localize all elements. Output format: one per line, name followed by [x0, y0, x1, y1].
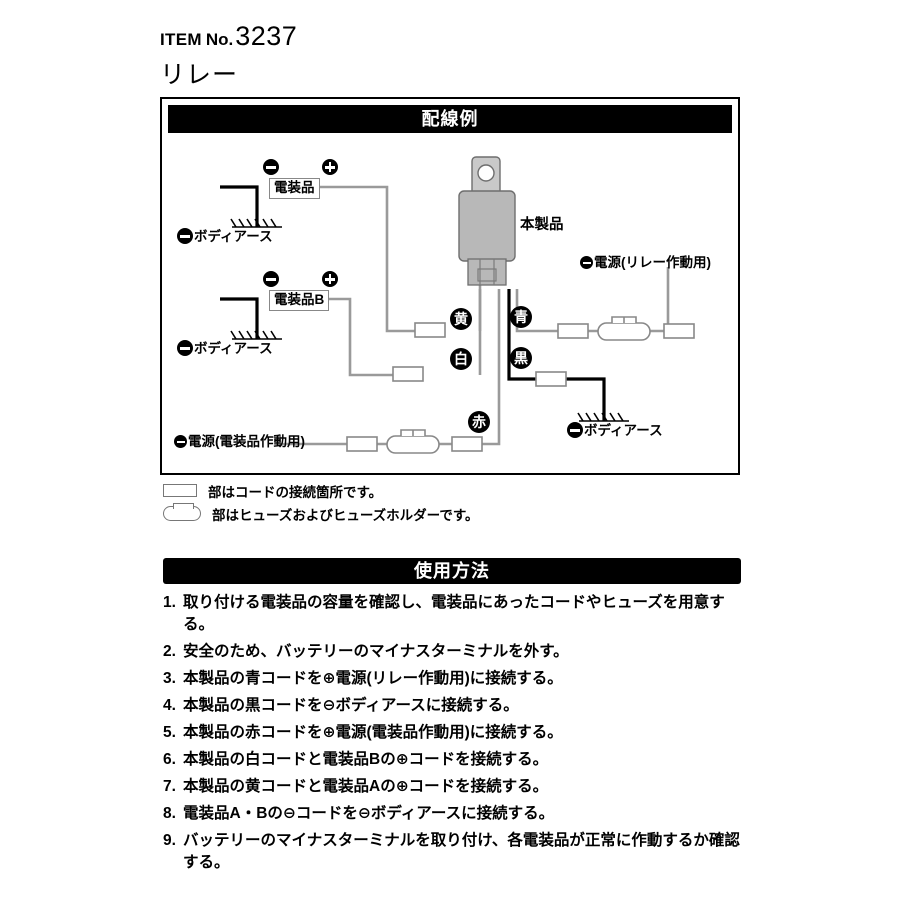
device-a-minus-sign — [263, 159, 280, 175]
usage-step: 5. 本製品の赤コードを⊕電源(電装品作動用)に接続する。 — [163, 722, 743, 744]
ground-label-1-text: ボディアース — [194, 229, 273, 244]
device-b-plus-sign — [322, 271, 339, 287]
step-text: 本製品の白コードと電装品Bの⊕コードを接続する。 — [183, 751, 549, 768]
step-text: 本製品の青コードを⊕電源(リレー作動用)に接続する。 — [183, 670, 563, 687]
fuse-holder-icon — [163, 503, 201, 521]
item-number-line: ITEM No. 3237 — [160, 21, 298, 51]
document-header: ITEM No. 3237 リレー — [160, 21, 298, 91]
wire-badge-yellow: 黄 — [450, 308, 472, 330]
step-number: 9. — [163, 832, 176, 849]
device-a-plus-sign — [322, 159, 339, 175]
device-b-box: 電装品B — [269, 290, 330, 311]
usage-step: 4. 本製品の黒コードを⊖ボディアースに接続する。 — [163, 695, 743, 717]
usage-step: 3. 本製品の青コードを⊕電源(リレー作動用)に接続する。 — [163, 668, 743, 690]
legend-fuse-text: 部はヒューズおよびヒューズホルダーです。 — [212, 507, 479, 523]
wiring-svg — [220, 156, 695, 454]
plus-icon — [174, 435, 187, 448]
step-number: 5. — [163, 724, 176, 741]
step-text: 安全のため、バッテリーのマイナスターミナルを外す。 — [183, 643, 569, 660]
usage-step: 7. 本製品の黄コードと電装品Aの⊕コードを接続する。 — [163, 776, 743, 798]
step-text: バッテリーのマイナスターミナルを取り付け、各電装品が正常に作動するか確認する。 — [183, 832, 740, 871]
device-a-box: 電装品 — [269, 178, 320, 199]
connector-icon — [163, 484, 197, 497]
no-label: No. — [205, 30, 234, 49]
minus-icon — [263, 271, 279, 287]
ground-label-3: ボディアース — [567, 422, 663, 438]
step-text: 本製品の黄コードと電装品Aの⊕コードを接続する。 — [183, 778, 549, 795]
ground-label-3-text: ボディアース — [584, 423, 663, 438]
step-number: 8. — [163, 805, 176, 822]
ground-label-2-text: ボディアース — [194, 341, 273, 356]
usage-title: 使用方法 — [163, 558, 741, 584]
minus-icon — [177, 340, 193, 356]
step-text: 本製品の黒コードを⊖ボディアースに接続する。 — [183, 697, 519, 714]
legend: 部はコードの接続箇所です。 部はヒューズおよびヒューズホルダーです。 — [163, 479, 479, 525]
usage-step: 8. 電装品A・Bの⊖コードを⊖ボディアースに接続する。 — [163, 803, 743, 825]
usage-step: 2. 安全のため、バッテリーのマイナスターミナルを外す。 — [163, 641, 743, 663]
step-text: 取り付ける電装品の容量を確認し、電装品にあったコードやヒューズを用意する。 — [183, 594, 725, 633]
usage-step: 6. 本製品の白コードと電装品Bの⊕コードを接続する。 — [163, 749, 743, 771]
legend-row-connector: 部はコードの接続箇所です。 — [163, 479, 479, 502]
step-number: 7. — [163, 778, 176, 795]
wire-badge-blue: 青 — [510, 306, 532, 328]
step-number: 2. — [163, 643, 176, 660]
usage-step: 9. バッテリーのマイナスターミナルを取り付け、各電装品が正常に作動するか確認す… — [163, 830, 743, 874]
power-relay-label: 電源(リレー作動用) — [580, 256, 711, 270]
diagram-title: 配線例 — [168, 105, 732, 133]
plus-icon — [580, 256, 593, 269]
usage-step: 1. 取り付ける電装品の容量を確認し、電装品にあったコードやヒューズを用意する。 — [163, 592, 743, 636]
product-name: リレー — [160, 61, 239, 89]
minus-icon — [177, 228, 193, 244]
wiring-diagram-panel: 配線例 — [160, 97, 740, 475]
step-number: 1. — [163, 594, 176, 611]
wire-badge-red: 赤 — [468, 411, 490, 433]
item-label: ITEM — [160, 30, 202, 49]
minus-icon — [263, 159, 279, 175]
relay-graphic — [458, 156, 516, 286]
step-text: 電装品A・Bの⊖コードを⊖ボディアースに接続する。 — [183, 805, 555, 822]
wire-badge-black: 黒 — [510, 347, 532, 369]
ground-label-1: ボディアース — [177, 228, 273, 244]
plus-icon — [322, 271, 338, 287]
ground-label-2: ボディアース — [177, 340, 273, 356]
legend-row-fuse: 部はヒューズおよびヒューズホルダーです。 — [163, 502, 479, 525]
power-device-text: 電源(電装品作動用) — [188, 434, 305, 449]
power-device-label: 電源(電装品作動用) — [174, 435, 305, 449]
product-callout: 本製品 — [520, 217, 564, 233]
usage-steps: 1. 取り付ける電装品の容量を確認し、電装品にあったコードやヒューズを用意する。… — [163, 592, 743, 879]
minus-icon — [567, 422, 583, 438]
step-text: 本製品の赤コードを⊕電源(電装品作動用)に接続する。 — [183, 724, 563, 741]
legend-connector-text: 部はコードの接続箇所です。 — [208, 484, 383, 500]
item-number: 3237 — [235, 21, 298, 51]
plus-icon — [322, 159, 338, 175]
power-relay-text: 電源(リレー作動用) — [594, 255, 711, 270]
wire-badge-white: 白 — [450, 348, 472, 370]
step-number: 6. — [163, 751, 176, 768]
device-b-minus-sign — [263, 271, 280, 287]
step-number: 3. — [163, 670, 176, 687]
step-number: 4. — [163, 697, 176, 714]
